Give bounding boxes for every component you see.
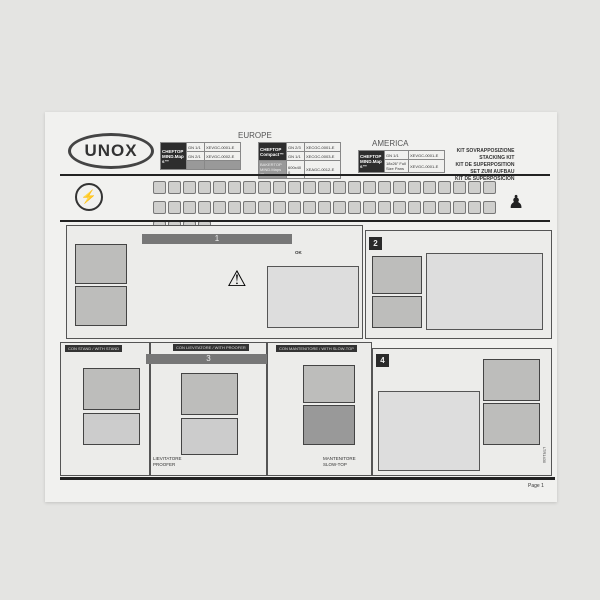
kit-part-icon xyxy=(288,181,301,194)
kit-part-icon xyxy=(153,201,166,214)
kit-part-icon xyxy=(378,201,391,214)
step-2-number: 2 xyxy=(369,237,382,250)
kit-part-icon xyxy=(183,181,196,194)
kit-part-icon xyxy=(363,181,376,194)
with-slow-top-panel: CON MANTENITORE / WITH SLOW-TOP MANTENIT… xyxy=(267,342,372,476)
with-slow-top-label: CON MANTENITORE / WITH SLOW-TOP xyxy=(276,345,357,352)
kit-part-icon xyxy=(273,181,286,194)
kit-part-icon xyxy=(228,201,241,214)
kit-part-icon xyxy=(198,181,211,194)
kit-part-icon xyxy=(318,201,331,214)
page-number: Page 1 xyxy=(528,483,544,489)
kit-part-icon xyxy=(378,181,391,194)
kit-part-icon xyxy=(318,181,331,194)
kit-part-icon xyxy=(303,181,316,194)
kit-part-icon xyxy=(468,201,481,214)
step-1-panel: 1 ⚠ OK xyxy=(66,225,363,339)
kit-part-icon xyxy=(243,181,256,194)
detail-illustration xyxy=(378,391,480,471)
power-warning-icon: ⚡ xyxy=(75,183,103,211)
kit-part-icon xyxy=(438,181,451,194)
detail-illustration xyxy=(426,253,543,330)
kit-part-icon xyxy=(483,181,496,194)
kit-part-icon xyxy=(333,201,346,214)
oven-illustration xyxy=(372,256,422,294)
kit-part-icon xyxy=(438,201,451,214)
kit-part-icon xyxy=(408,181,421,194)
step-4-panel: 4 LTR1430 xyxy=(372,348,552,476)
kit-part-icon xyxy=(198,201,211,214)
oven-illustration xyxy=(75,244,127,284)
with-stand-panel: CON STAND / WITH STAND xyxy=(60,342,150,476)
step-1-bar: 1 xyxy=(142,234,292,244)
oven-illustration xyxy=(181,373,238,415)
kit-part-icon xyxy=(288,201,301,214)
kit-part-icon xyxy=(348,181,361,194)
oven-illustration xyxy=(303,365,355,403)
region-america: AMERICA xyxy=(372,139,409,148)
kit-part-icon xyxy=(393,201,406,214)
step-3-bar: 3 xyxy=(146,354,271,364)
document-code: LTR1430 xyxy=(542,447,547,464)
kit-part-icon xyxy=(168,181,181,194)
kit-part-icon xyxy=(228,181,241,194)
kit-part-icon xyxy=(453,201,466,214)
step-2-panel: 2 xyxy=(365,230,552,339)
kit-part-icon xyxy=(333,181,346,194)
oven-illustration xyxy=(483,403,540,445)
unox-logo: UNOX xyxy=(68,133,154,169)
slow-top-illustration xyxy=(303,405,355,445)
kit-part-icon xyxy=(393,181,406,194)
detail-illustration xyxy=(267,266,359,328)
kit-part-icon xyxy=(258,201,271,214)
kit-part-icon xyxy=(273,201,286,214)
oven-illustration xyxy=(83,368,140,410)
kit-part-icon xyxy=(453,181,466,194)
kit-part-icon xyxy=(423,201,436,214)
divider xyxy=(60,477,555,480)
region-europe: EUROPE xyxy=(238,131,272,140)
ok-label: OK xyxy=(295,250,302,255)
step-4-number: 4 xyxy=(376,354,389,367)
divider xyxy=(60,174,550,176)
with-stand-label: CON STAND / WITH STAND xyxy=(65,345,123,352)
warning-icon: ⚠ xyxy=(227,266,247,291)
kit-part-icon xyxy=(153,181,166,194)
kit-part-icon xyxy=(168,201,181,214)
with-proofer-label: CON LIEVITATORE / WITH PROOFER xyxy=(173,344,249,351)
kit-part-icon xyxy=(183,201,196,214)
kit-part-icon xyxy=(423,181,436,194)
divider xyxy=(60,220,550,222)
kit-part-icon xyxy=(303,201,316,214)
kit-part-icon xyxy=(468,181,481,194)
kit-part-icon xyxy=(348,201,361,214)
oven-illustration xyxy=(75,286,127,326)
oven-illustration xyxy=(372,296,422,328)
kit-part-icon xyxy=(363,201,376,214)
kit-part-icon xyxy=(408,201,421,214)
kit-part-icon xyxy=(483,201,496,214)
stand-illustration xyxy=(83,413,140,445)
person-icon: ♟ xyxy=(508,192,525,212)
kit-part-icon xyxy=(213,201,226,214)
oven-illustration xyxy=(483,359,540,401)
proofer-illustration xyxy=(181,418,238,455)
with-proofer-panel: CON LIEVITATORE / WITH PROOFER 3 LIEVITA… xyxy=(146,342,271,476)
kit-part-icon xyxy=(258,181,271,194)
kit-part-icon xyxy=(243,201,256,214)
kit-part-icon xyxy=(213,181,226,194)
